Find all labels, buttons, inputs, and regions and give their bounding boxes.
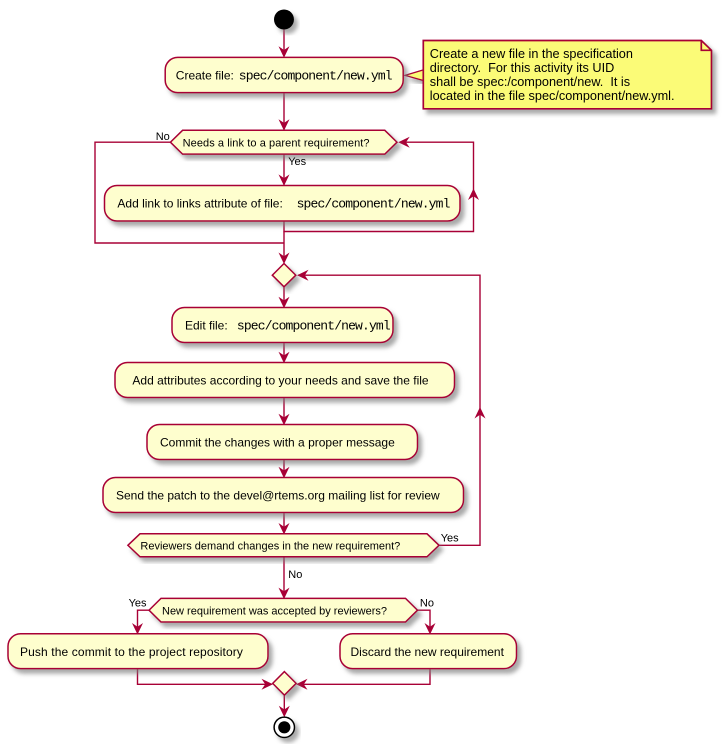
svg-text:Yes: Yes [441,532,459,544]
svg-text:Add attributes according to yo: Add attributes according to your needs a… [132,373,429,387]
svg-text:spec/component/new.yml: spec/component/new.yml [239,68,393,83]
svg-text:shall be spec:/component/new.: shall be spec:/component/new. It is [430,75,630,89]
svg-text:No: No [288,569,302,581]
svg-text:located in the file spec/compo: located in the file spec/component/new.y… [430,89,675,103]
svg-text:directory. For this activity: directory. For this activity its UID [430,61,614,75]
svg-text:New requirement was accepted b: New requirement was accepted by reviewer… [162,605,387,617]
svg-text:Commit the changes with a prop: Commit the changes with a proper message [160,436,395,450]
svg-text:Add link to links attribute of: Add link to links attribute of file: [117,197,286,211]
svg-text:No: No [156,131,170,143]
svg-text:No: No [420,598,434,610]
svg-text:Yes: Yes [129,598,147,610]
svg-text:Reviewers demand changes in th: Reviewers demand changes in the new requ… [140,540,400,552]
svg-text:Edit file:: Edit file: [185,319,231,333]
svg-text:spec/component/new.yml: spec/component/new.yml [237,319,391,334]
svg-text:Send the patch to the devel@rt: Send the patch to the devel@rtems.org ma… [116,489,440,503]
svg-text:Create a new file in the speci: Create a new file in the specification [430,47,633,61]
svg-text:Yes: Yes [288,156,306,168]
svg-text:Needs a link to a parent requi: Needs a link to a parent requirement? [183,137,370,149]
svg-text:Push the commit to the project: Push the commit to the project repositor… [20,645,243,659]
svg-text:spec/component/new.yml: spec/component/new.yml [297,197,451,212]
svg-text:Discard the new requirement: Discard the new requirement [351,645,505,659]
svg-text:Create file:: Create file: [176,68,237,82]
